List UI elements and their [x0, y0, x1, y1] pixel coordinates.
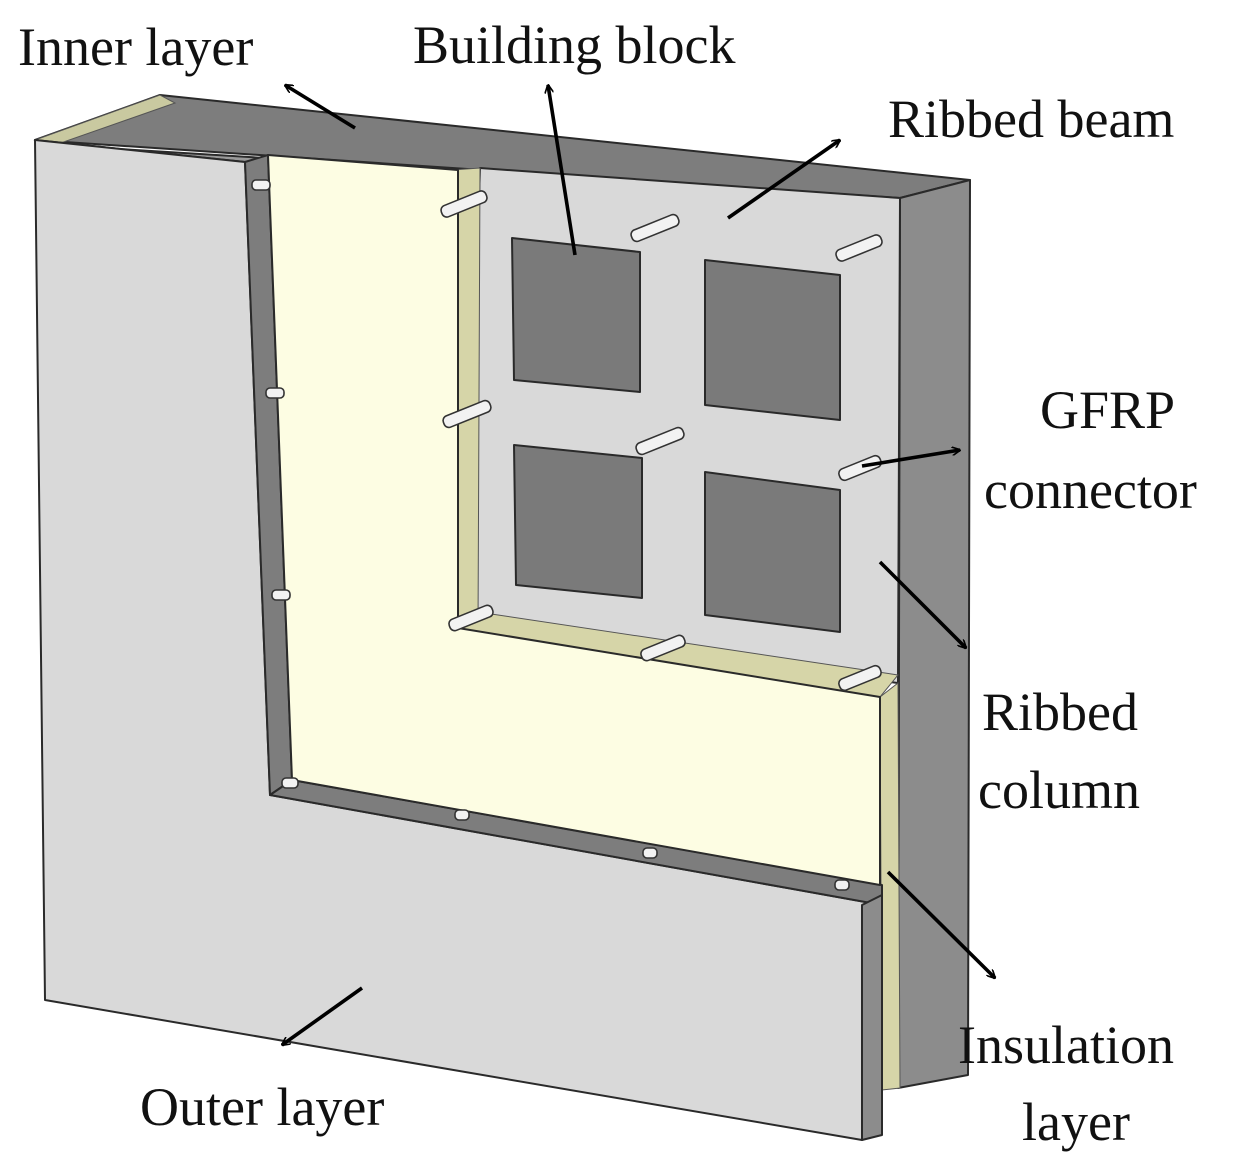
arrow-insulation-layer: [886, 870, 995, 978]
label-ribbed-beam: Ribbed beam: [888, 89, 1174, 149]
pointer-arrows: [282, 83, 995, 1045]
label-insulation-line1: Insulation: [958, 1015, 1174, 1075]
arrow-outer-layer: [282, 986, 364, 1045]
gfrp-connector-icon: [635, 426, 685, 456]
building-blocks: [511, 237, 841, 633]
label-inner-layer: Inner layer: [18, 17, 253, 77]
gfrp-connector-icon: [251, 179, 271, 191]
labels: Inner layer Building block Ribbed beam G…: [18, 15, 1197, 1152]
outer-layer-right-side: [861, 894, 883, 1141]
arrow-building-block: [548, 85, 577, 256]
outer-layer: [34, 139, 883, 1141]
label-gfrp-line1: GFRP: [1040, 380, 1175, 440]
building-block-4: [704, 471, 841, 633]
label-building-block: Building block: [413, 15, 736, 75]
gfrp-connector-icon: [281, 777, 299, 789]
building-block-3: [513, 444, 643, 599]
gfrp-connector-icon: [440, 190, 488, 218]
gfrp-connector-icon: [442, 399, 492, 429]
label-ribbed-column-line1: Ribbed: [982, 682, 1138, 742]
gfrp-connector-icon: [834, 879, 850, 891]
label-insulation-line2: layer: [1022, 1092, 1130, 1152]
arrow-ribbed-beam: [726, 140, 840, 220]
building-block-2: [704, 259, 841, 421]
label-gfrp-line2: connector: [984, 460, 1197, 520]
gfrp-connector-icon: [630, 213, 680, 243]
gfrp-connector-icon: [454, 809, 470, 821]
gfrp-connector-icon: [642, 847, 658, 859]
gfrp-connector-icon: [265, 387, 285, 399]
gfrp-connector-icon: [835, 234, 883, 262]
gfrp-connectors: [251, 179, 883, 891]
gfrp-connector-icon: [838, 664, 882, 692]
arrow-gfrp-connector: [861, 450, 960, 468]
gfrp-connector-icon: [271, 589, 291, 601]
gfrp-connector-icon: [640, 634, 686, 662]
gfrp-connector-icon: [448, 604, 494, 632]
inner-layer-side-face: [897, 179, 971, 1089]
gfrp-connector-icon: [838, 454, 882, 482]
label-ribbed-column-line2: column: [978, 760, 1140, 820]
label-outer-layer: Outer layer: [140, 1077, 384, 1137]
arrow-ribbed-column: [878, 560, 966, 648]
arrow-inner-layer: [285, 83, 356, 130]
building-block-1: [511, 237, 641, 393]
